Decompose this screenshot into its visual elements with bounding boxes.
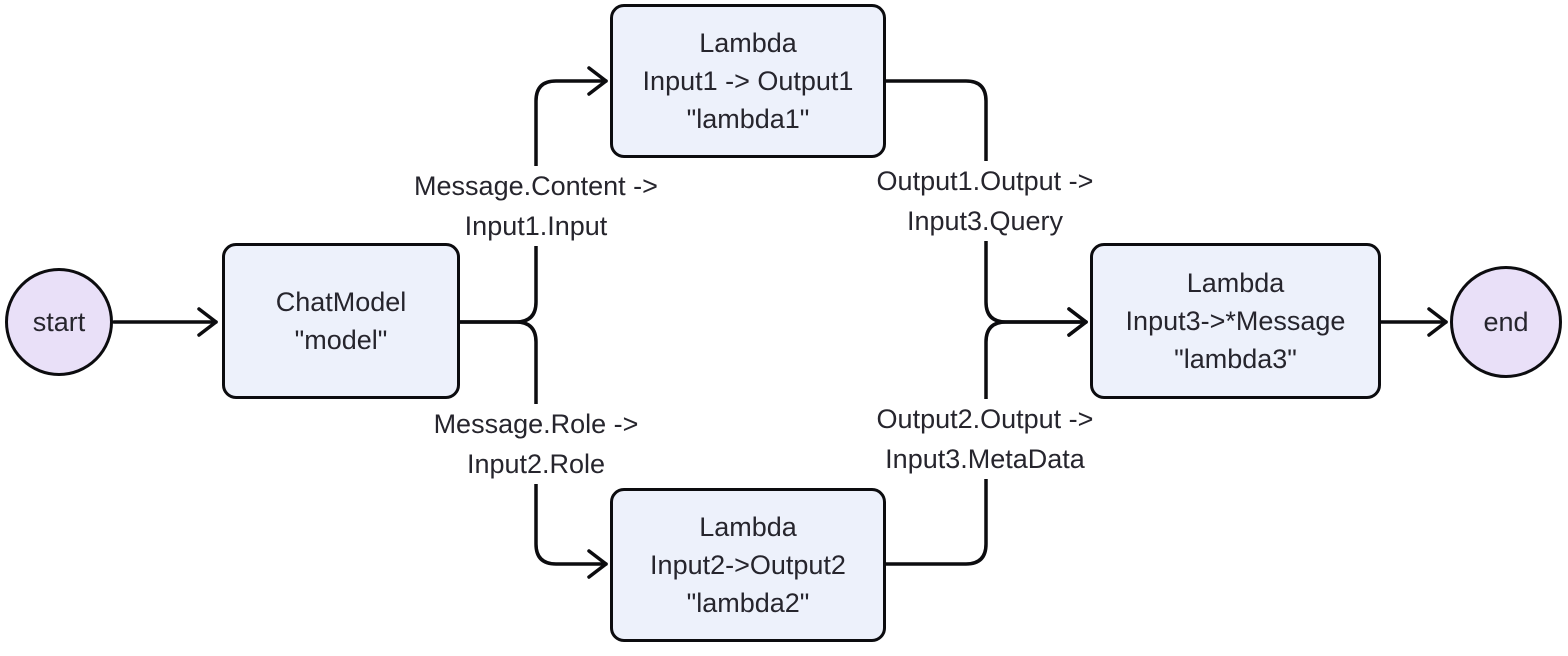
node-line: ChatModel <box>275 287 407 317</box>
edge-label-line: Input1.Input <box>464 211 608 241</box>
node-line: "lambda3" <box>1174 344 1297 374</box>
node-lambda1: Lambda Input1 -> Output1 "lambda1" <box>610 4 886 158</box>
node-line: "lambda1" <box>686 104 810 134</box>
node-line: Lambda <box>699 512 797 542</box>
edge-label-output1-to-query: Output1.Output -> Input3.Query <box>868 161 1102 241</box>
node-end: end <box>1450 266 1562 378</box>
node-label: end <box>1483 306 1529 337</box>
edge-label-line: Input2.Role <box>466 449 606 479</box>
edge-label-content-to-input1: Message.Content -> Input1.Input <box>406 166 666 246</box>
edge-label-line: Output1.Output -> <box>876 166 1094 196</box>
node-start: start <box>5 268 113 376</box>
edge-label-line: Message.Content -> <box>414 171 658 201</box>
edge-label-line: Input3.MetaData <box>885 444 1085 474</box>
edge-label-line: Input3.Query <box>906 206 1064 236</box>
node-line: Lambda <box>1186 268 1285 298</box>
node-line: Input3->*Message <box>1125 306 1346 336</box>
edge-label-line: Message.Role -> <box>433 409 639 439</box>
edge-label-output2-to-metadata: Output2.Output -> Input3.MetaData <box>868 399 1102 479</box>
node-label: start <box>32 306 86 337</box>
node-line: "model" <box>294 325 388 355</box>
node-line: Lambda <box>699 28 797 58</box>
node-lambda2: Lambda Input2->Output2 "lambda2" <box>610 488 886 642</box>
edge-label-role-to-input2: Message.Role -> Input2.Role <box>425 404 647 484</box>
node-lambda3: Lambda Input3->*Message "lambda3" <box>1090 243 1381 399</box>
node-line: "lambda2" <box>686 588 810 618</box>
node-chatmodel: ChatModel "model" <box>222 243 460 399</box>
node-line: Input2->Output2 <box>650 550 846 580</box>
edge-label-line: Output2.Output -> <box>876 404 1094 434</box>
node-line: Input1 -> Output1 <box>642 66 854 96</box>
